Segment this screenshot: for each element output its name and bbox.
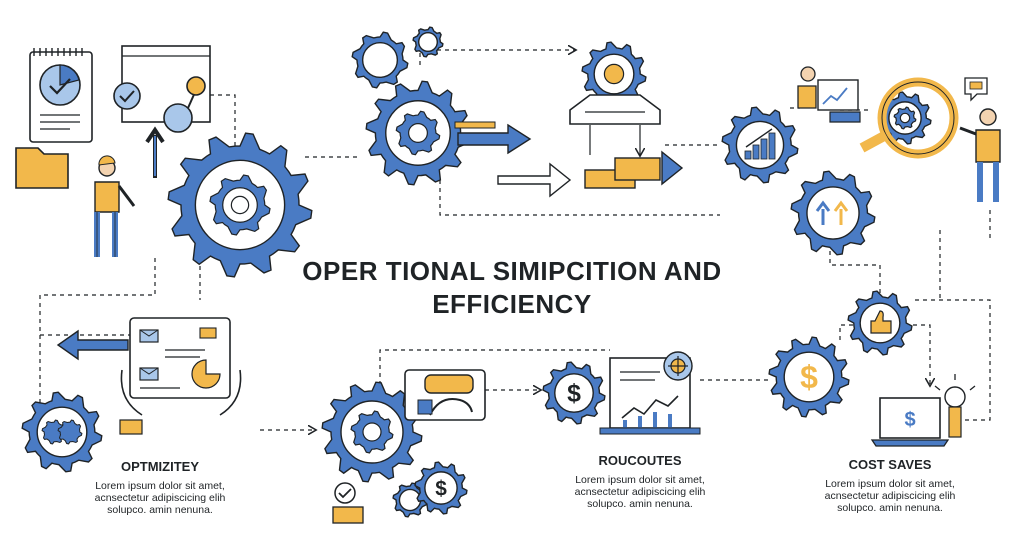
section-body-line: Lorem ipsum dolor sit amet,: [95, 480, 225, 492]
section-heading: OPTMIZITEY: [121, 459, 199, 474]
lightbulb-icon: [934, 374, 976, 438]
blue-arrow-right: [454, 121, 532, 155]
section-body-line: solupco. amin nenuna.: [587, 498, 693, 510]
presenter-icon: [797, 66, 861, 123]
report-chart-icon: [599, 351, 701, 435]
analysis-board-icon: [113, 45, 211, 178]
section-body-line: Lorem ipsum dolor sit amet,: [575, 474, 705, 486]
main-title-line-2: EFFICIENCY: [432, 289, 592, 319]
gear-icon: [790, 170, 876, 256]
section-body-line: acnsectetur adipiscicing elih: [94, 492, 226, 504]
gear-icon: [878, 91, 932, 145]
gear-icon: [167, 132, 313, 278]
tablet-icon: [119, 317, 242, 435]
svg-text:$: $: [800, 359, 818, 395]
gear-icon: [581, 41, 647, 107]
section-body-line: acnsectetur adipiscicing elih: [574, 486, 706, 498]
robot-arm-icon: [404, 369, 486, 421]
section-body-line: solupco. amin nenuna.: [837, 502, 943, 514]
section-body-line: acnsectetur adipiscicing elih: [824, 490, 956, 502]
section-heading: COST SAVES: [848, 457, 932, 472]
outline-arrow-right: [497, 162, 572, 198]
gear-icon: [392, 482, 428, 518]
section-heading: ROUCOUTES: [598, 453, 682, 468]
gear-icon: [351, 31, 409, 89]
section-routes: ROUCOUTES Lorem ipsum dolor sit amet, ac…: [530, 453, 750, 510]
blue-arrow-left: [56, 329, 129, 361]
folder-icon: [15, 147, 69, 189]
gear-icon: [412, 26, 444, 58]
person-icon: [94, 155, 136, 257]
section-cost-saves: COST SAVES Lorem ipsum dolor sit amet, a…: [780, 457, 1000, 514]
laptop-dollar-icon: $: [870, 397, 950, 447]
main-title-line-1: OPER TIONAL SIMIPCITION AND: [302, 256, 722, 286]
clipboard-chart-icon: [29, 48, 93, 143]
section-body-line: Lorem ipsum dolor sit amet,: [825, 478, 955, 490]
gear-icon: [365, 80, 471, 186]
gear-icon: $: [542, 361, 606, 425]
gear-icon: [21, 391, 103, 473]
svg-text:$: $: [435, 477, 447, 500]
gear-icon: $: [414, 461, 468, 515]
gear-icon: [847, 290, 913, 356]
workstation-icon: [569, 94, 684, 189]
magnifier-gear-icon: [859, 77, 959, 159]
svg-text:$: $: [567, 381, 581, 408]
gear-icon: [321, 381, 423, 483]
person-right-icon: [959, 77, 1001, 202]
section-body-line: solupco. amin nenuna.: [107, 504, 213, 516]
gear-icon: [721, 106, 799, 184]
check-badge-icon: [332, 482, 364, 524]
section-optimize: OPTMIZITEY Lorem ipsum dolor sit amet, a…: [50, 459, 270, 516]
gear-icon: $: [768, 336, 850, 418]
svg-text:$: $: [904, 409, 915, 431]
